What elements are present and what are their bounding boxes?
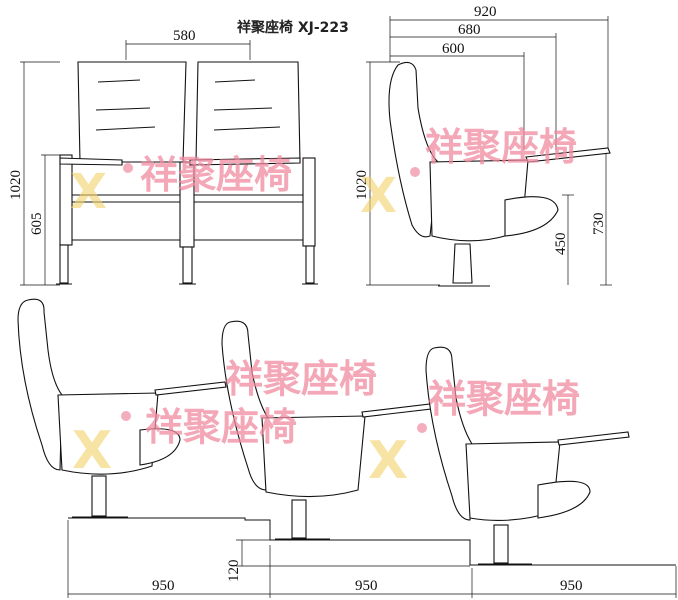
logo-dot bbox=[410, 167, 420, 177]
step-height-label: 120 bbox=[226, 560, 242, 583]
watermark-text-5: 祥聚座椅 bbox=[428, 377, 580, 421]
watermark-text-4: 祥聚座椅 bbox=[225, 357, 377, 401]
side-seat-cushion bbox=[504, 196, 559, 237]
rows-view: 120 950 950 950 bbox=[17, 298, 677, 598]
front-width-label: 580 bbox=[173, 28, 196, 44]
front-height-label: 1020 bbox=[8, 170, 24, 200]
front-view: 580 1020 605 bbox=[8, 28, 318, 286]
side-chair-back bbox=[388, 61, 439, 238]
row1-tablet bbox=[154, 381, 227, 396]
right-armrest bbox=[302, 157, 316, 247]
side-depth-920: 920 bbox=[474, 4, 497, 20]
logo-x-mark: X bbox=[360, 168, 397, 224]
logo-dot bbox=[417, 423, 427, 433]
row1-chair-back bbox=[17, 298, 63, 471]
row2-chair-back bbox=[221, 320, 269, 491]
side-depth-600: 600 bbox=[442, 41, 465, 57]
side-seat-height-label: 450 bbox=[553, 233, 569, 256]
row3-tablet bbox=[557, 431, 630, 446]
row2-pedestal bbox=[291, 499, 307, 539]
watermark-text-3: 祥聚座椅 bbox=[145, 405, 297, 449]
logo-dot bbox=[123, 163, 133, 173]
row1-pedestal bbox=[91, 475, 107, 517]
left-leg bbox=[59, 244, 69, 284]
row3-pedestal bbox=[493, 524, 509, 564]
left-seat-back bbox=[77, 61, 187, 163]
side-writing-tablet bbox=[525, 147, 611, 163]
logo-x-mark: X bbox=[72, 421, 112, 481]
pitch-label-2: 950 bbox=[355, 578, 378, 594]
side-pedestal bbox=[452, 243, 473, 284]
right-seat-back bbox=[195, 61, 301, 163]
row2-chair-arm bbox=[261, 415, 366, 498]
tablet-arm bbox=[59, 157, 123, 166]
right-leg bbox=[305, 245, 315, 284]
row1-seat-cushion bbox=[139, 428, 181, 466]
row3-seat-cushion bbox=[537, 480, 591, 519]
front-seat-height-label: 605 bbox=[29, 213, 45, 236]
side-table-height-label: 730 bbox=[591, 213, 607, 236]
watermark-2: X 祥聚座椅 bbox=[360, 125, 577, 224]
side-depth-680: 680 bbox=[458, 22, 481, 38]
logo-x-mark: X bbox=[70, 164, 107, 220]
drawing-title: 祥聚座椅 XJ-223 bbox=[237, 19, 349, 36]
pitch-label-3: 950 bbox=[560, 578, 583, 594]
watermark-4: 祥聚座椅 bbox=[225, 357, 377, 401]
logo-dot bbox=[121, 411, 131, 421]
side-height-label: 1020 bbox=[354, 170, 370, 200]
row2-tablet bbox=[361, 403, 432, 418]
pitch-label-1: 950 bbox=[152, 578, 175, 594]
side-view: 920 680 600 1020 730 450 bbox=[354, 4, 612, 287]
middle-leg bbox=[182, 246, 193, 284]
watermark-text-2: 祥聚座椅 bbox=[425, 125, 577, 169]
row1-chair-arm bbox=[57, 392, 159, 475]
watermark-5: X 祥聚座椅 bbox=[368, 377, 580, 491]
watermark-text-1: 祥聚座椅 bbox=[140, 153, 292, 197]
row3-chair-back bbox=[425, 346, 473, 521]
stepped-floor bbox=[68, 517, 676, 566]
watermark-1: X 祥聚座椅 bbox=[70, 153, 292, 220]
logo-x-mark: X bbox=[368, 431, 408, 491]
watermark-3: X 祥聚座椅 bbox=[72, 405, 297, 481]
